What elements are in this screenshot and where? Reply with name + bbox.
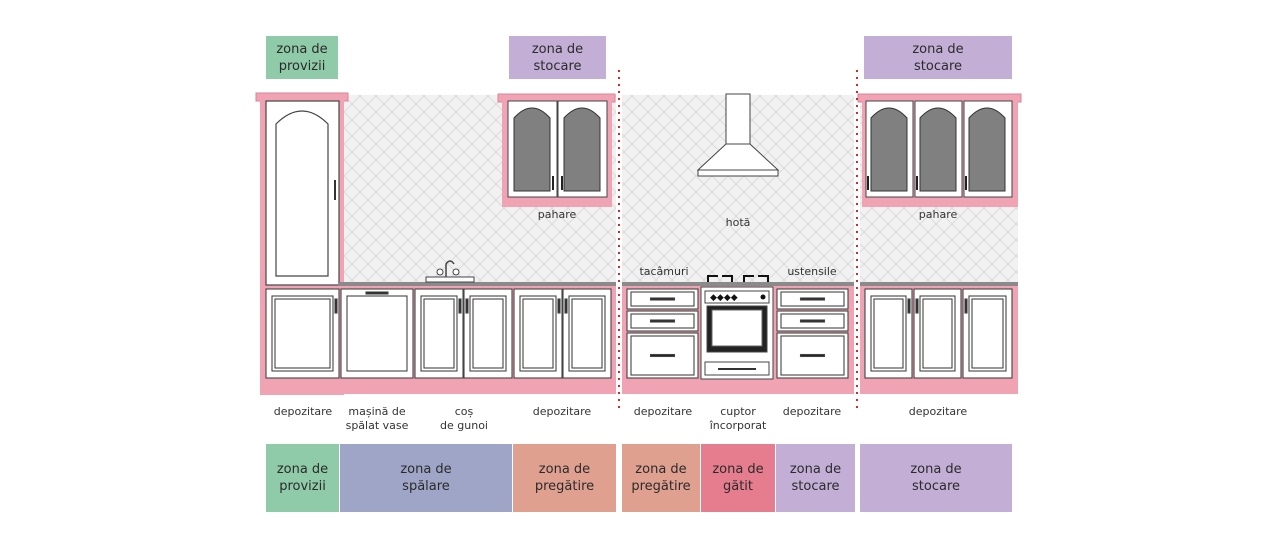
label-depozitare-2: depozitare xyxy=(532,405,592,418)
built-in-oven: ◆◆◆◆ xyxy=(700,286,774,380)
label-pahare-left: pahare xyxy=(537,208,577,221)
label-depozitare-5: depozitare xyxy=(908,405,968,418)
top-zone-provizii: zona de provizii xyxy=(266,36,338,79)
label-masina-spalat: mașină de spălat vase xyxy=(345,405,409,432)
countertop-left xyxy=(338,282,616,288)
zone-spalare: zona de spălare xyxy=(340,444,512,512)
zone-provizii: zona de provizii xyxy=(266,444,339,512)
zone-pregatire-1: zona de pregătire xyxy=(513,444,616,512)
zone-pregatire-2: zona de pregătire xyxy=(622,444,700,512)
zone-gatit: zona de gătit xyxy=(701,444,775,512)
label-depozitare-3: depozitare xyxy=(633,405,693,418)
svg-text:◆◆◆◆: ◆◆◆◆ xyxy=(710,293,738,303)
cooktop-burners xyxy=(707,275,769,282)
label-hota: hotă xyxy=(725,216,751,229)
upper-glass-cabinet-left xyxy=(497,93,616,207)
sink-faucet xyxy=(425,260,475,283)
label-cuptor: cuptor încorporat xyxy=(709,405,767,432)
top-zone-stocare-right: zona de stocare xyxy=(864,36,1012,79)
countertop-right xyxy=(860,282,1018,288)
label-pahare-right: pahare xyxy=(918,208,958,221)
top-zone-stocare-left: zona de stocare xyxy=(509,36,606,79)
base-cabinet-doors xyxy=(265,288,1013,379)
zone-stocare-1: zona de stocare xyxy=(776,444,855,512)
label-cos-gunoi: coș de gunoi xyxy=(440,405,488,432)
label-ustensile: ustensile xyxy=(787,265,837,278)
zone-stocare-2: zona de stocare xyxy=(860,444,1012,512)
label-depozitare-1: depozitare xyxy=(273,405,333,418)
countertop-middle xyxy=(622,282,854,288)
label-tacamuri: tacâmuri xyxy=(639,265,689,278)
label-depozitare-4: depozitare xyxy=(782,405,842,418)
upper-glass-cabinet-right xyxy=(857,93,1022,207)
range-hood xyxy=(696,93,780,177)
